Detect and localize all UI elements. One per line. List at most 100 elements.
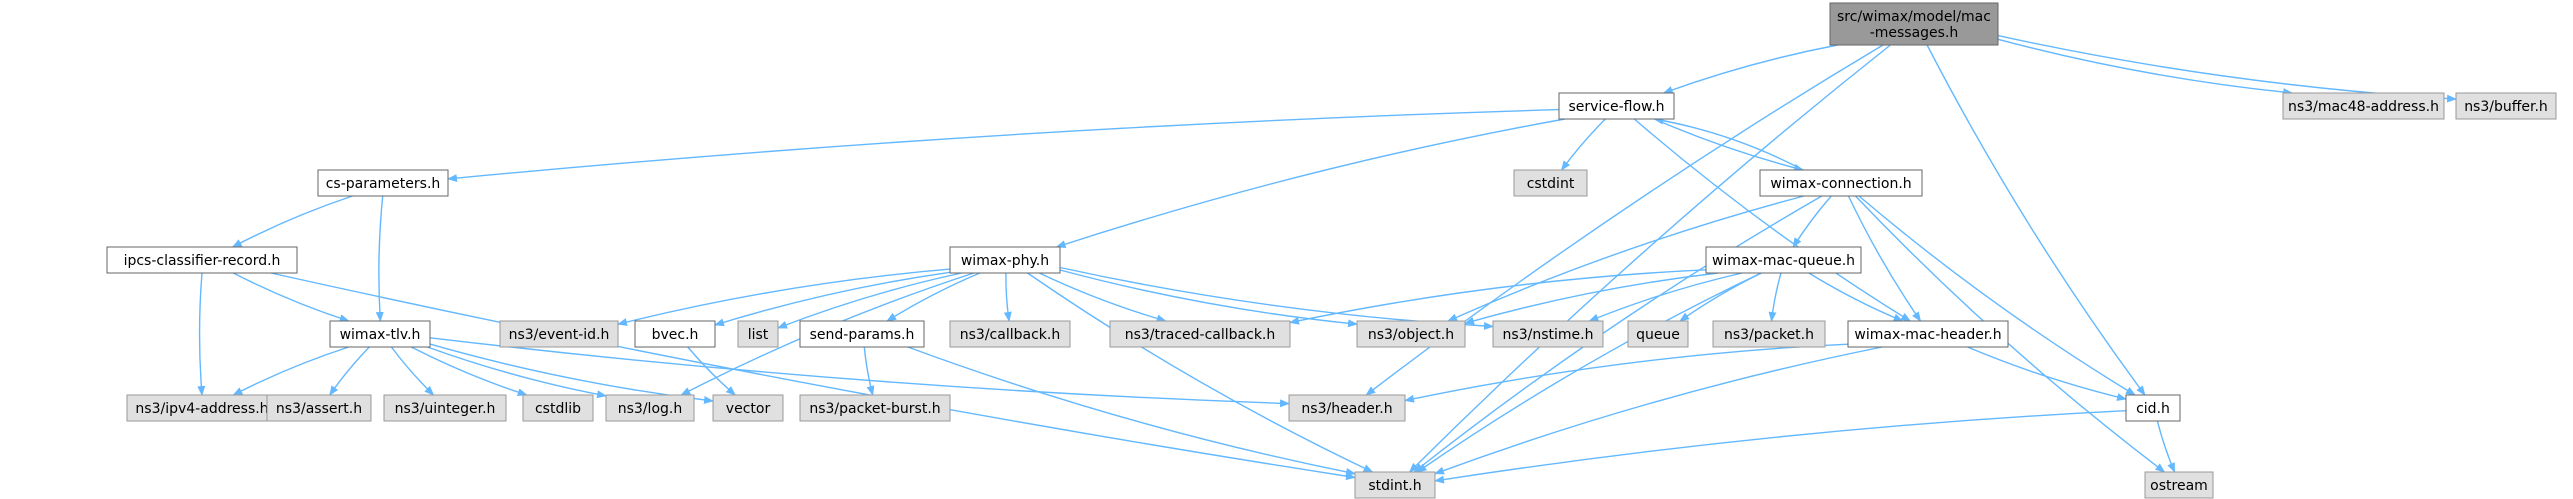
node-label: cstdint [1527, 176, 1575, 192]
edge-mac_queue-to-stdint [1416, 272, 1762, 473]
node-box [799, 320, 925, 348]
edge-bvec-to-vector [687, 346, 736, 396]
edge-wimax_phy-to-callback [1003, 272, 1012, 322]
node-ostream[interactable]: ostream [2144, 471, 2214, 499]
edge-send_params-to-packet_burst [863, 346, 875, 396]
node-label: ns3/log.h [618, 401, 682, 417]
node-wimax-conn[interactable]: wimax-connection.h [1759, 169, 1923, 197]
node-label: cstdlib [535, 401, 581, 417]
node-box [1829, 2, 1999, 46]
node-mac-header[interactable]: wimax-mac-header.h [1847, 320, 2009, 348]
edge-cs_params-to-tlv [375, 195, 384, 322]
node-label: ns3/uinteger.h [395, 401, 496, 417]
node-vector[interactable]: vector [712, 394, 784, 422]
node-label: ns3/callback.h [960, 327, 1060, 343]
node-mac48[interactable]: ns3/mac48-address.h [2282, 92, 2445, 120]
edge-tlv-to-log [427, 346, 607, 399]
edge-mac_queue-to-mac_header [1808, 272, 1904, 322]
node-label: stdint.h [1368, 478, 1421, 494]
edge-mac_queue-to-packet [1768, 272, 1782, 322]
node-box [2455, 92, 2557, 120]
edge-service_flow-to-cs_params [447, 108, 1560, 183]
node-packet-burst[interactable]: ns3/packet-burst.h [799, 394, 951, 422]
node-label: ostream [2150, 478, 2208, 494]
edge-root-to-stdint [1408, 44, 1891, 473]
node-root[interactable]: src/wimax/model/mac-messages.h [1829, 2, 1999, 46]
edge-cid-to-ostream [2156, 420, 2176, 473]
node-box [106, 246, 298, 274]
node-label: wimax-tlv.h [340, 327, 421, 343]
node-nstime[interactable]: ns3/nstime.h [1492, 320, 1604, 348]
node-stdint[interactable]: stdint.h [1354, 471, 1436, 499]
node-event-id[interactable]: ns3/event-id.h [499, 320, 619, 348]
edge-wimax_conn-to-mac_header [1847, 195, 1922, 322]
node-buffer[interactable]: ns3/buffer.h [2455, 92, 2557, 120]
node-uinteger[interactable]: ns3/uinteger.h [383, 394, 507, 422]
node-label: ns3/packet-burst.h [809, 401, 940, 417]
node-box [1356, 320, 1466, 348]
node-queue[interactable]: queue [1627, 320, 1689, 348]
node-service-flow[interactable]: service-flow.h [1558, 92, 1675, 120]
node-label: ns3/traced-callback.h [1125, 327, 1276, 343]
node-label: ns3/buffer.h [2464, 99, 2548, 115]
node-cs-params[interactable]: cs-parameters.h [317, 169, 449, 197]
node-object[interactable]: ns3/object.h [1356, 320, 1466, 348]
node-callback[interactable]: ns3/callback.h [949, 320, 1071, 348]
node-label: ns3/packet.h [1724, 327, 1814, 343]
node-box [2282, 92, 2445, 120]
edge-ipcs-to-ipv4 [197, 272, 206, 396]
node-box [2125, 394, 2181, 422]
node-label: vector [726, 401, 771, 417]
node-traced-cb[interactable]: ns3/traced-callback.h [1109, 320, 1291, 348]
edge-wimax_conn-to-mac_queue [1792, 195, 1832, 248]
node-box [1354, 471, 1436, 499]
node-label: queue [1636, 327, 1680, 343]
node-box [1558, 92, 1675, 120]
node-label: bvec.h [652, 327, 699, 343]
node-ipcs[interactable]: ipcs-classifier-record.h [106, 246, 298, 274]
node-list[interactable]: list [737, 320, 779, 348]
edge-mac_header-to-stdint [1434, 346, 1883, 475]
node-label: ns3/event-id.h [509, 327, 610, 343]
node-cstdlib[interactable]: cstdlib [522, 394, 594, 422]
edge-root-to-mac48 [1997, 38, 2294, 97]
node-box [1288, 394, 1406, 422]
edge-mac_queue-to-nstime [1588, 272, 1743, 322]
node-bvec[interactable]: bvec.h [634, 320, 716, 348]
node-ipv4[interactable]: ns3/ipv4-address.h [126, 394, 278, 422]
node-label: cs-parameters.h [326, 176, 441, 192]
edge-tlv-to-header [429, 337, 1290, 408]
node-label: cid.h [2136, 401, 2170, 417]
edge-wimax_phy-to-event_id [617, 268, 951, 326]
edge-send_params-to-stdint [907, 346, 1356, 476]
node-label: ns3/object.h [1368, 327, 1454, 343]
node-label: ns3/nstime.h [1503, 327, 1594, 343]
node-label: wimax-phy.h [961, 253, 1049, 269]
node-tlv[interactable]: wimax-tlv.h [329, 320, 431, 348]
edge-tlv-to-assert [329, 346, 370, 396]
node-header[interactable]: ns3/header.h [1288, 394, 1406, 422]
node-label: ns3/assert.h [276, 401, 362, 417]
node-cid[interactable]: cid.h [2125, 394, 2181, 422]
node-label: ipcs-classifier-record.h [124, 253, 281, 269]
edge-mac_queue-to-traced_cb [1289, 269, 1707, 325]
edge-cid-to-stdint [1434, 410, 2127, 484]
node-box [1492, 320, 1604, 348]
node-box [949, 246, 1061, 274]
node-box [949, 320, 1071, 348]
node-log[interactable]: ns3/log.h [605, 394, 695, 422]
edge-mac_queue-to-object [1464, 272, 1719, 325]
node-assert[interactable]: ns3/assert.h [266, 394, 372, 422]
node-packet[interactable]: ns3/packet.h [1712, 320, 1826, 348]
edge-wimax_conn-to-service_flow [1653, 116, 1804, 171]
node-label: list [748, 327, 769, 343]
edge-ipcs-to-tlv [232, 272, 350, 323]
edge-mac_header-to-header [1404, 343, 1849, 403]
node-mac-queue[interactable]: wimax-mac-queue.h [1705, 246, 1862, 274]
node-wimax-phy[interactable]: wimax-phy.h [949, 246, 1061, 274]
edge-wimax_phy-to-send_params [886, 272, 981, 322]
edge-root-to-cid [1926, 44, 2146, 396]
node-cstdint[interactable]: cstdint [1513, 169, 1588, 197]
node-send-params[interactable]: send-params.h [799, 320, 925, 348]
node-label: ns3/mac48-address.h [2288, 99, 2439, 115]
